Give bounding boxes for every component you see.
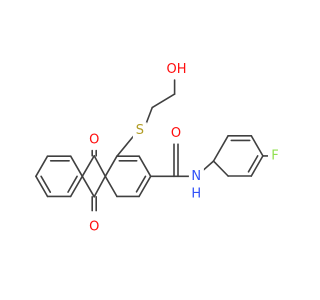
amide-nitrogen-label: N bbox=[191, 169, 201, 184]
bond bbox=[93, 175, 107, 198]
sulfur-label: S bbox=[136, 123, 144, 138]
label-background bbox=[86, 131, 102, 148]
label-background bbox=[132, 122, 147, 139]
bond bbox=[138, 175, 152, 198]
label-background bbox=[189, 186, 204, 202]
amide-hydrogen-label: H bbox=[191, 187, 201, 202]
bonds bbox=[35, 79, 273, 212]
bond bbox=[81, 155, 95, 178]
amide-oxygen-label: O bbox=[171, 126, 181, 141]
label-background bbox=[268, 147, 282, 164]
label-background bbox=[166, 61, 187, 78]
oxygen-top-label: O bbox=[89, 132, 99, 147]
oxygen-bottom-label: O bbox=[89, 220, 99, 235]
bond bbox=[250, 135, 264, 157]
bond bbox=[104, 175, 118, 198]
bond bbox=[93, 155, 107, 178]
bond bbox=[69, 155, 84, 178]
hydroxyl-label: OH bbox=[166, 62, 186, 77]
atom-labels: O O S OH O N H F bbox=[86, 61, 282, 235]
structure-svg: O O S OH O N H F bbox=[35, 61, 282, 235]
bond bbox=[250, 155, 264, 177]
bond bbox=[104, 155, 118, 178]
bond bbox=[135, 175, 147, 193]
bond bbox=[212, 160, 229, 177]
bond bbox=[212, 135, 229, 162]
bond bbox=[40, 175, 52, 193]
bond bbox=[151, 93, 176, 109]
label-background bbox=[86, 219, 102, 235]
fluorine-label: F bbox=[271, 148, 278, 163]
bond bbox=[69, 175, 84, 198]
bond bbox=[35, 155, 49, 178]
bond bbox=[35, 175, 49, 198]
bond bbox=[247, 155, 259, 173]
bond bbox=[67, 175, 78, 193]
molecule-diagram: O O S OH O N H F bbox=[35, 61, 282, 235]
label-background bbox=[168, 125, 184, 142]
label-background bbox=[188, 168, 204, 185]
bond bbox=[138, 155, 152, 178]
bond bbox=[81, 175, 95, 198]
